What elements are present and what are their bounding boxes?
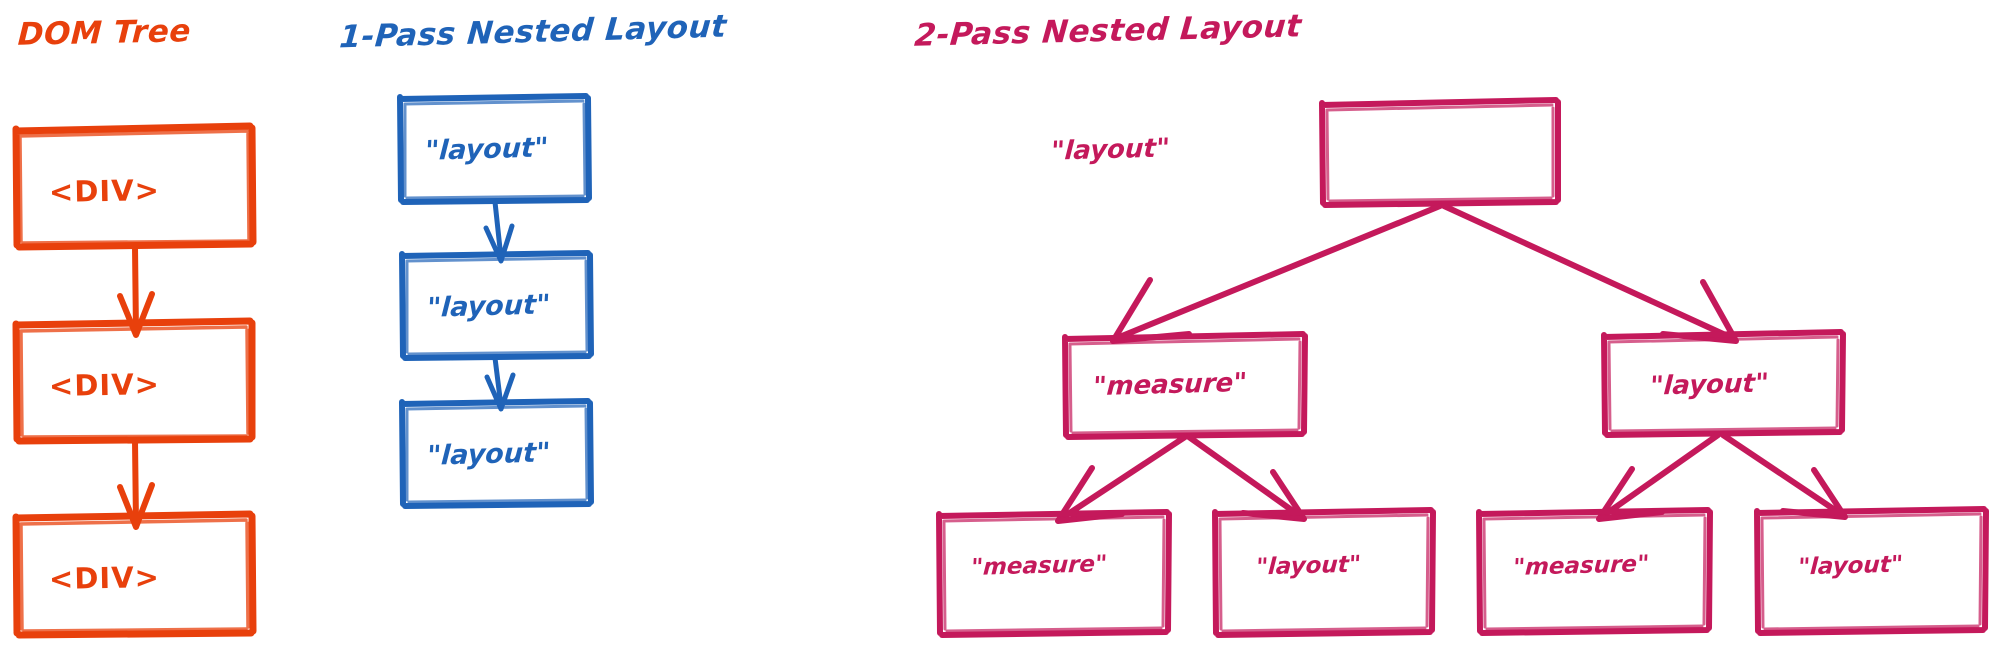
edge-l1a-to-l2b bbox=[1186, 434, 1307, 522]
edge-blue-1-to-blue-2 bbox=[483, 199, 515, 264]
node-label-blue-1: "layout" bbox=[424, 132, 549, 167]
node-box-pink-l1-a bbox=[1062, 331, 1308, 440]
node-box-pink-root bbox=[1319, 97, 1561, 208]
one-pass-group bbox=[397, 93, 594, 509]
node-label-blue-2: "layout" bbox=[426, 289, 551, 324]
node-box-pink-l1-b bbox=[1601, 329, 1846, 438]
node-box-blue-2 bbox=[399, 250, 594, 361]
edge-l1a-to-l2a bbox=[1055, 434, 1188, 524]
node-label-pink-l2-b: "layout" bbox=[1255, 551, 1362, 581]
two-pass-group bbox=[936, 97, 1989, 638]
node-box-pink-l2-d bbox=[1754, 506, 1989, 636]
node-label-blue-3: "layout" bbox=[426, 437, 551, 472]
node-box-blue-3 bbox=[399, 398, 594, 509]
node-box-dom-1 bbox=[12, 122, 257, 251]
edge-root-to-l1-a bbox=[1110, 203, 1443, 344]
node-box-pink-l2-a bbox=[936, 509, 1172, 638]
node-label-dom-1: <DIV> bbox=[48, 173, 161, 209]
node-label-dom-3: <DIV> bbox=[48, 560, 161, 596]
node-label-dom-2: <DIV> bbox=[48, 367, 161, 403]
node-box-pink-l2-b bbox=[1212, 507, 1436, 638]
edge-root-to-l1-b bbox=[1441, 203, 1739, 344]
node-box-dom-3 bbox=[12, 510, 257, 639]
node-box-dom-2 bbox=[12, 317, 256, 445]
node-label-pink-l1-b: "layout" bbox=[1649, 368, 1770, 402]
edge-dom-1-to-dom-2 bbox=[117, 244, 155, 338]
edge-blue-2-to-blue-3 bbox=[484, 355, 516, 412]
node-label-pink-l2-c: "measure" bbox=[1512, 551, 1650, 581]
column-title-dom-tree: DOM Tree bbox=[17, 13, 192, 53]
node-label-pink-l2-d: "layout" bbox=[1797, 551, 1904, 581]
edge-dom-2-to-dom-3 bbox=[117, 438, 155, 530]
edge-l1b-to-l2c bbox=[1596, 432, 1721, 522]
node-box-pink-l2-c bbox=[1476, 507, 1713, 636]
node-box-blue-1 bbox=[397, 93, 592, 205]
node-label-pink-l2-a: "measure" bbox=[970, 551, 1108, 581]
edge-l1b-to-l2d bbox=[1720, 432, 1848, 520]
node-label-pink-root: "layout" bbox=[1050, 133, 1171, 167]
dom-tree-group bbox=[12, 122, 257, 639]
node-label-pink-l1-a: "measure" bbox=[1092, 367, 1248, 403]
